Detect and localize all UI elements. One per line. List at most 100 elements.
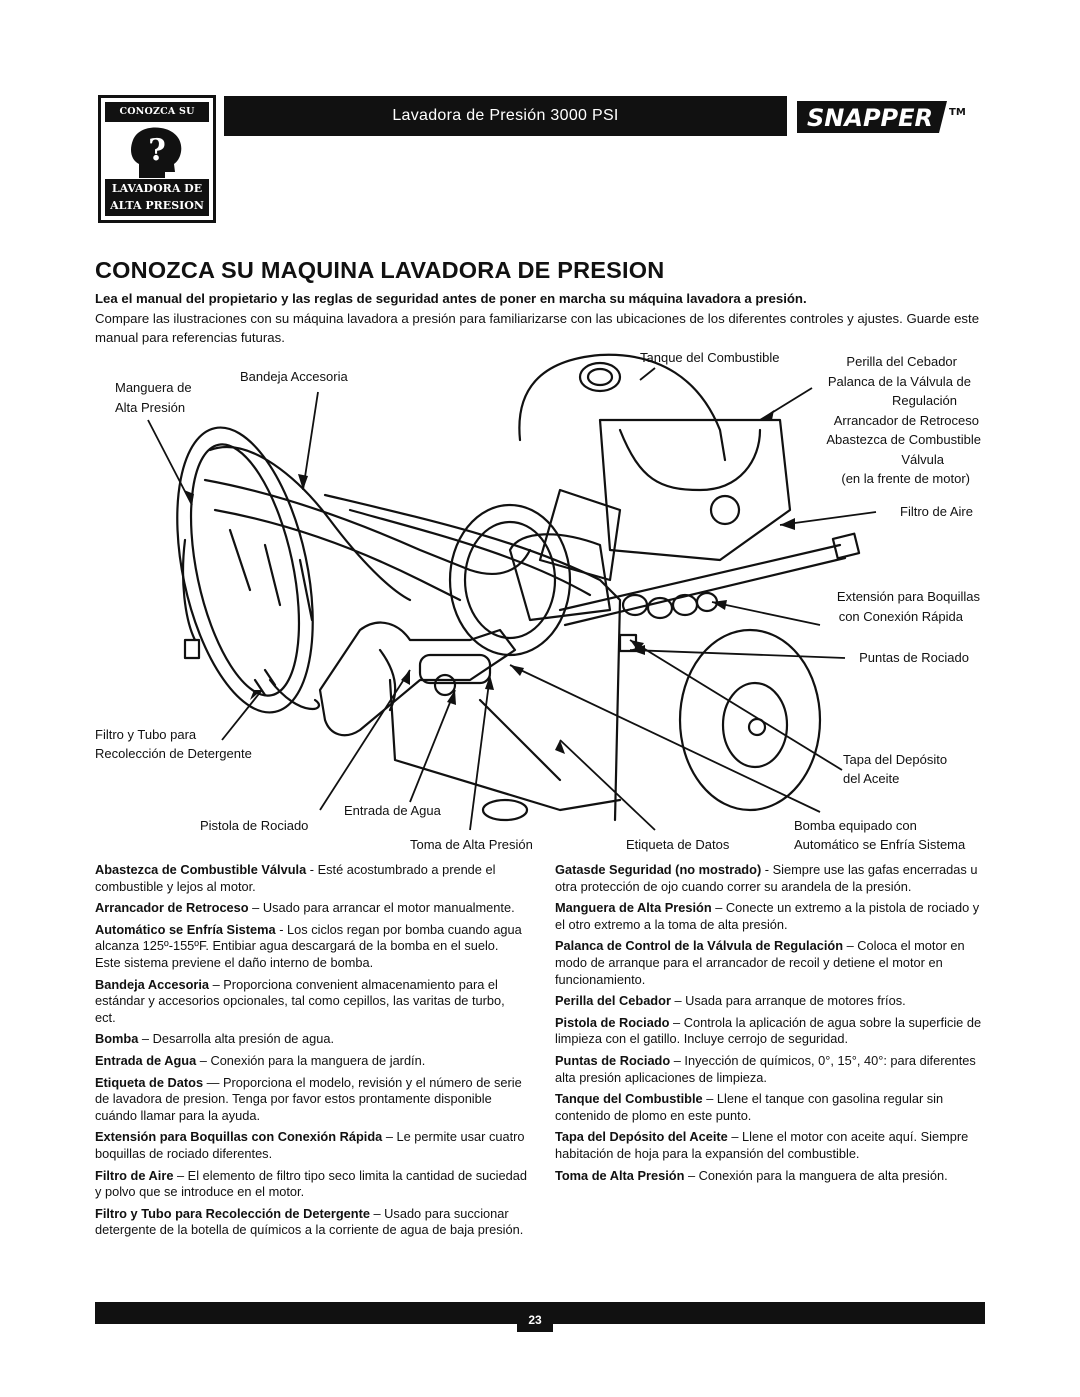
brand-tm: TM [949, 107, 966, 118]
question-head-icon: ? [131, 127, 182, 178]
definition: – Coloca el motor en modo de arranque pa… [555, 938, 965, 987]
label-abastezca-line3: (en la frente de motor) [841, 471, 970, 486]
label-extension-line1: Extensión para Boquillas [836, 589, 980, 604]
label-palanca-line2: Regulación [891, 393, 957, 408]
label-arrancador: Arrancador de Retroceso [833, 413, 979, 428]
entry-palanca: Palanca de Control de la Válvula de Regu… [555, 938, 987, 988]
intro-bold: Lea el manual del propietario y las regl… [95, 291, 807, 306]
entry-filtro-aire: Filtro de Aire – El elemento de filtro t… [95, 1168, 527, 1201]
term: Puntas de Rociado [555, 1052, 671, 1068]
entry-manguera: Manguera de Alta Presión – Conecte un ex… [555, 900, 987, 933]
label-filtro-tubo-line2: Recolección de Detergente [95, 746, 252, 761]
entry-abastezca: Abastezca de Combustible Válvula - Esté … [95, 862, 527, 895]
entry-toma: Toma de Alta Presión – Conexión para la … [555, 1168, 987, 1185]
definition: – El elemento de filtro tipo seco limita… [95, 1167, 527, 1200]
definition: – Inyección de químicos, 0°, 15°, 40°: p… [555, 1052, 976, 1085]
label-perilla: Perilla del Cebador [846, 354, 957, 369]
definition: – Usado para succionar detergente de la … [95, 1205, 524, 1238]
term: Tanque del Combustible [555, 1091, 703, 1107]
entry-tapa: Tapa del Depósito del Aceite – Llene el … [555, 1129, 987, 1162]
entry-bandeja: Bandeja Accesoria – Proporciona convenie… [95, 977, 527, 1027]
svg-text:?: ? [148, 133, 166, 168]
term: Filtro y Tubo para Recolección de Deterg… [95, 1205, 370, 1221]
label-palanca-line1: Palanca de la Válvula de [827, 374, 971, 389]
brand-name: SNAPPER [807, 104, 933, 132]
intro-paragraph: Lea el manual del propietario y las regl… [95, 289, 985, 348]
term: Filtro de Aire [95, 1167, 174, 1183]
definition: – Llene el motor con aceite aquí. Siempr… [555, 1129, 969, 1161]
definition: - Siempre use las gafas encerradas u otr… [555, 862, 978, 894]
label-abastezca-line1: Abastezca de Combustible [826, 432, 981, 447]
label-puntas: Puntas de Rociado [859, 650, 969, 665]
label-abastezca-line2: Válvula [901, 452, 944, 467]
label-entrada: Entrada de Agua [344, 803, 441, 818]
definition: – Llene el tanque con gasolina regular s… [555, 1091, 944, 1123]
label-tapa-line2: del Aceite [843, 771, 900, 786]
definition: – Usado para arrancar el motor manualmen… [248, 900, 515, 916]
term: Extensión para Boquillas con Conexión Rá… [95, 1129, 383, 1145]
label-toma: Toma de Alta Presión [410, 837, 533, 852]
entry-perilla: Perilla del Cebador – Usada para arranqu… [555, 993, 987, 1010]
entry-pistola: Pistola de Rociado – Controla la aplicac… [555, 1015, 987, 1048]
badge-bottom-text: LAVADORA DE ALTA PRESION [105, 179, 209, 216]
pressure-washer-illustration [147, 353, 877, 831]
pressure-washer-figure: Manguera de Alta Presión Bandeja Accesor… [0, 340, 1080, 860]
entry-bomba: Bomba – Desarrolla alta presión de agua. [95, 1031, 527, 1048]
entry-puntas: Puntas de Rociado – Inyección de químico… [555, 1053, 987, 1086]
entry-gafas: Gatasde Seguridad (no mostrado) - Siempr… [555, 862, 987, 895]
definition: – Usada para arranque de motores fríos. [670, 993, 906, 1009]
term: Automático se Enfría Sistema [95, 921, 276, 937]
term: Bomba [95, 1031, 139, 1047]
header-title: Lavadora de Presión 3000 PSI [392, 107, 619, 124]
entry-filtro-tubo: Filtro y Tubo para Recolección de Deterg… [95, 1206, 527, 1239]
term: Etiqueta de Datos [95, 1074, 204, 1090]
term: Perilla del Cebador [555, 993, 671, 1009]
label-bandeja: Bandeja Accesoria [240, 369, 348, 384]
header-title-bar: Lavadora de Presión 3000 PSI [224, 96, 787, 136]
term: Bandeja Accesoria [95, 976, 210, 992]
definition: – Controla la aplicación de agua sobre l… [555, 1014, 982, 1047]
label-manguera-line1: Manguera de [115, 380, 192, 395]
right-description-column: Gatasde Seguridad (no mostrado) - Siempr… [555, 862, 987, 1189]
term: Gatasde Seguridad (no mostrado) [555, 862, 762, 877]
entry-tanque: Tanque del Combustible – Llene el tanque… [555, 1091, 987, 1124]
entry-arrancador: Arrancador de Retroceso – Usado para arr… [95, 900, 527, 917]
page-title: CONOZCA SU MAQUINA LAVADORA DE PRESION [95, 257, 665, 283]
definition: – Proporciona convenient almacenamiento … [95, 976, 505, 1025]
term: Entrada de Agua [95, 1052, 197, 1068]
label-etiqueta: Etiqueta de Datos [626, 837, 730, 852]
badge-top-text: CONOZCA SU MANQUINA [105, 102, 209, 137]
label-filtro-aire: Filtro de Aire [900, 504, 973, 519]
badge-bottom-line2: ALTA PRESION [110, 199, 204, 212]
label-manguera-line2: Alta Presión [115, 400, 186, 415]
label-tapa-line1: Tapa del Depósito [843, 752, 948, 767]
section-badge: CONOZCA SU MANQUINA ? LAVADORA DE ALTA P… [98, 95, 216, 223]
definition: - Los ciclos regan por bomba cuando agua… [95, 921, 522, 970]
left-description-column: Abastezca de Combustible Válvula - Esté … [95, 862, 527, 1244]
entry-automatico: Automático se Enfría Sistema - Los ciclo… [95, 922, 527, 972]
term: Abastezca de Combustible Válvula [95, 862, 307, 877]
entry-extension: Extensión para Boquillas con Conexión Rá… [95, 1129, 527, 1162]
badge-bottom-line1: LAVADORA DE [111, 182, 203, 195]
label-bomba-line1: Bomba equipado con [794, 818, 917, 833]
page-number: 23 [517, 1302, 553, 1332]
intro-text: Compare las ilustraciones con su máquina… [95, 310, 980, 346]
definition: — Proporciona el modelo, revisión y el n… [95, 1074, 522, 1123]
term: Manguera de Alta Presión [555, 900, 712, 916]
label-pistola: Pistola de Rociado [200, 818, 309, 833]
definition: – Desarrolla alta presión de agua. [138, 1031, 335, 1047]
term: Tapa del Depósito del Aceite [555, 1129, 728, 1145]
label-extension-line2: con Conexión Rápida [838, 609, 963, 624]
definition: – Le permite usar cuatro boquillas de ro… [95, 1129, 525, 1161]
label-bomba-line2: Automático se Enfría Sistema [794, 837, 966, 852]
entry-entrada: Entrada de Agua – Conexión para la mangu… [95, 1053, 527, 1070]
label-filtro-tubo-line1: Filtro y Tubo para [95, 727, 197, 742]
definition: - Esté acostumbrado a prende el combusti… [95, 862, 496, 894]
term: Toma de Alta Presión [555, 1167, 685, 1183]
entry-etiqueta: Etiqueta de Datos — Proporciona el model… [95, 1075, 527, 1125]
definition: – Conexión para la manguera de alta pres… [684, 1167, 948, 1183]
label-tanque: Tanque del Combustible [640, 350, 780, 365]
definition: – Conexión para la manguera de jardín. [196, 1052, 426, 1068]
term: Arrancador de Retroceso [95, 900, 249, 916]
snapper-logo: SNAPPER TM [797, 101, 966, 133]
